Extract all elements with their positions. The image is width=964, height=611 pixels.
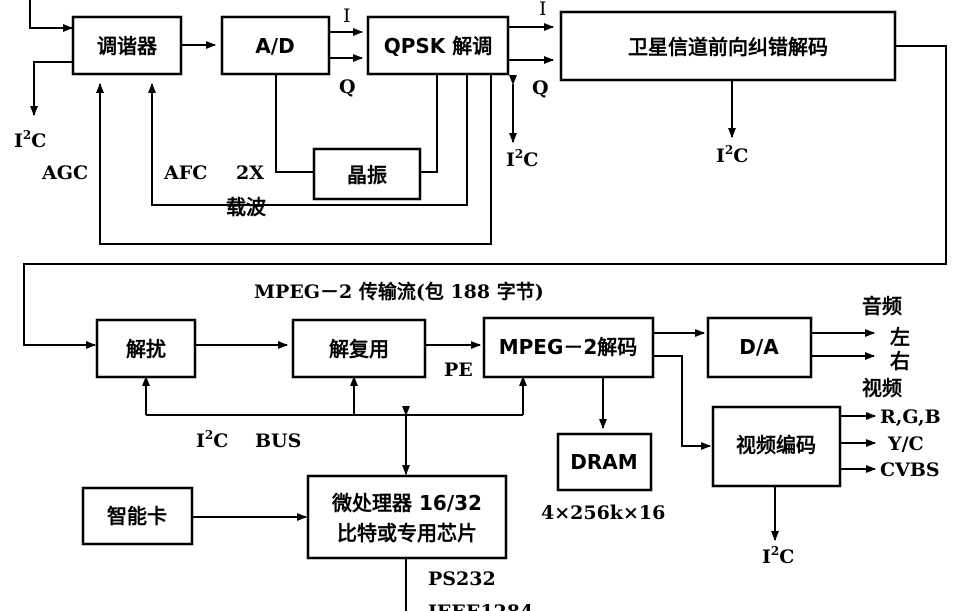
- carrier-label: 载波: [226, 195, 267, 219]
- block-qpsk: QPSK 解调: [366, 15, 510, 76]
- agc-label: AGC: [41, 162, 88, 184]
- block-dram: DRAM: [556, 432, 653, 492]
- mcu-label-line2: 比特或专用芯片: [337, 521, 477, 545]
- q-label-2: Q: [532, 77, 549, 99]
- fec-label: 卫星信道前向纠错解码: [628, 35, 828, 59]
- i2c-qpsk-label: I2C: [506, 147, 538, 171]
- q-label-1: Q: [339, 76, 356, 98]
- i2c-bus-label: I2C: [196, 428, 228, 452]
- block-tuner: 调谐器: [71, 15, 183, 76]
- x2-label: 2X: [236, 162, 264, 184]
- dac-label: D/A: [739, 335, 779, 359]
- mcu-label-line1: 微处理器 16/32: [331, 491, 482, 515]
- i-label-2: I: [539, 0, 547, 20]
- block-mpeg-decoder: MPEG－2解码: [482, 316, 655, 379]
- block-smartcard: 智能卡: [81, 486, 194, 546]
- crystal-label: 晶振: [347, 163, 387, 187]
- rgb-label: R,G,B: [880, 406, 941, 428]
- transport-stream-label: MPEG－2 传输流(包 188 字节): [254, 280, 544, 303]
- i2c-encoder-label: I2C: [762, 544, 794, 568]
- afc-label: AFC: [163, 162, 207, 184]
- audio-label: 音频: [862, 294, 902, 318]
- block-descrambler: 解扰: [95, 318, 197, 379]
- descrambler-label: 解扰: [126, 337, 166, 361]
- i-label-1: I: [343, 5, 351, 27]
- dram-label: DRAM: [570, 450, 637, 474]
- demux-label: 解复用: [329, 337, 389, 361]
- i2c-tuner-label: I2C: [14, 128, 46, 152]
- top-wires: [23, 0, 947, 349]
- signal-labels: I Q I Q I2C I2C I2C AGC AFC 2X 载波 MPEG－2…: [14, 0, 941, 611]
- block-adc: A/D: [220, 15, 331, 76]
- pe-label: PE: [444, 359, 473, 381]
- block-dac: D/A: [706, 316, 813, 379]
- block-fec: 卫星信道前向纠错解码: [559, 10, 897, 82]
- bus-label: BUS: [255, 430, 301, 452]
- block-video-encoder: 视频编码: [711, 405, 842, 488]
- ps232-label: PS232: [428, 568, 496, 590]
- i2c-fec-label: I2C: [716, 143, 748, 167]
- right-label: 右: [890, 349, 910, 373]
- mpeg-decoder-label: MPEG－2解码: [499, 335, 638, 359]
- cvbs-label: CVBS: [880, 459, 940, 481]
- dram-size-label: 4×256k×16: [541, 502, 665, 524]
- block-crystal: 晶振: [312, 147, 422, 201]
- tuner-label: 调谐器: [97, 34, 158, 58]
- bottom-wires: [142, 329, 876, 611]
- adc-label: A/D: [255, 34, 294, 58]
- qpsk-label: QPSK 解调: [384, 34, 493, 58]
- block-mcu: 微处理器 16/32 比特或专用芯片: [306, 474, 508, 560]
- left-label: 左: [890, 325, 910, 349]
- yc-label: Y/C: [887, 433, 924, 455]
- smartcard-label: 智能卡: [107, 504, 167, 528]
- video-label: 视频: [862, 376, 902, 400]
- ieee1284-label: IEEE1284: [428, 601, 533, 611]
- video-encoder-label: 视频编码: [736, 433, 816, 457]
- block-demux: 解复用: [291, 318, 427, 379]
